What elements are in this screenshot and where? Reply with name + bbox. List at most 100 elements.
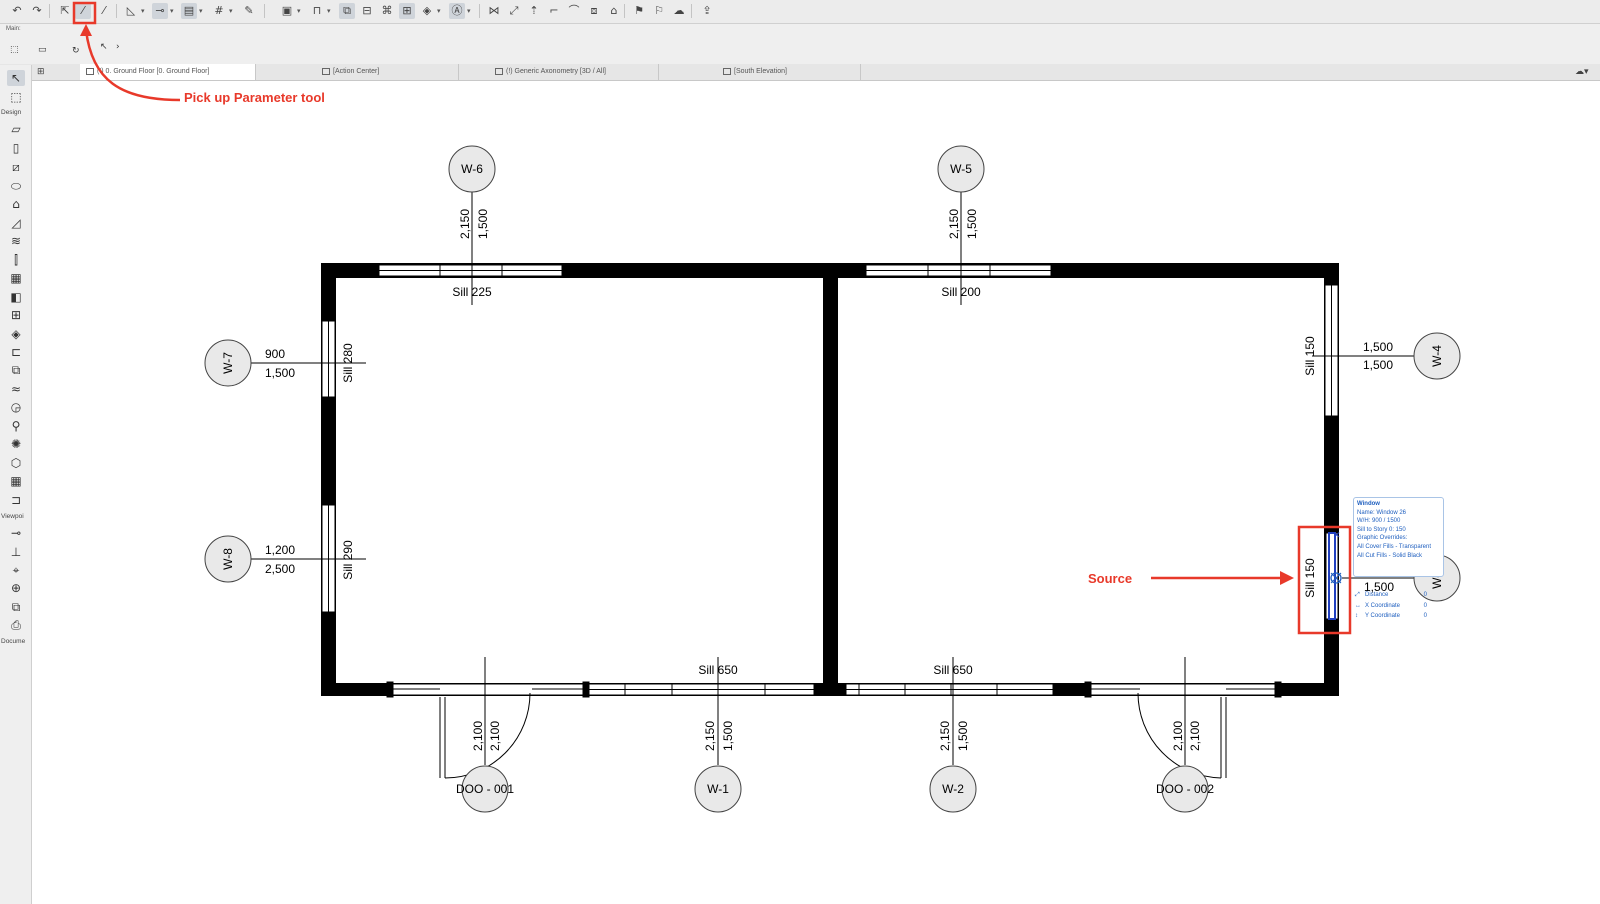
tab-ground-floor[interactable]: (!) 0. Ground Floor [0. Ground Floor] <box>80 64 256 80</box>
tracker-value[interactable]: 0 <box>1423 592 1427 598</box>
pick-up-parameters-icon[interactable]: ⁄ <box>75 3 91 19</box>
slab-tool-icon[interactable]: ⬭ <box>10 179 22 193</box>
morph-tool-icon[interactable]: ⬡ <box>10 456 22 470</box>
mesh-tool-icon[interactable]: ≈ <box>10 382 22 396</box>
grid-snap-icon[interactable]: # <box>214 4 224 17</box>
section-icon[interactable]: ⊟ <box>362 4 372 17</box>
railing-tool-icon[interactable]: ⫿ <box>14 253 18 267</box>
beam-tool-icon[interactable]: ⧄ <box>12 160 20 174</box>
detail-tool-icon[interactable]: ⧉ <box>11 600 21 614</box>
marker-label: DOO - 001 <box>456 782 514 796</box>
wall-end-tool-icon[interactable]: ⊏ <box>10 345 22 359</box>
label-tool-icon[interactable]: ⊐ <box>10 493 22 507</box>
morph-dropdown-icon[interactable]: ▾ <box>467 7 471 15</box>
tracker-row-x: ↔ X Coordinate 0 <box>1355 601 1427 612</box>
marker-label: W-6 <box>461 162 483 176</box>
lock-dropdown-icon[interactable]: ▾ <box>327 7 331 15</box>
door-tool-icon[interactable]: ◧ <box>10 290 22 304</box>
curtain-wall-tool-icon[interactable]: ▦ <box>10 271 22 285</box>
lock-icon[interactable]: ⊓ <box>312 4 322 17</box>
snap-dropdown-icon[interactable]: ▾ <box>199 7 203 15</box>
pen-icon[interactable]: ✎ <box>244 4 254 17</box>
elevation-icon <box>723 67 731 75</box>
corner-window-tool-icon[interactable]: ⧉ <box>11 363 21 377</box>
tab-menu-icon[interactable]: ☁▾ <box>1575 67 1589 77</box>
geometry-method-icon[interactable]: ▭ <box>38 45 47 55</box>
rotate-icon[interactable]: ↻ <box>72 46 80 56</box>
redo-icon[interactable]: ↷ <box>32 4 42 17</box>
interior-elevation-tool-icon[interactable]: ⌖ <box>12 563 20 577</box>
w7-height-label: 1,500 <box>265 366 295 380</box>
snap-guides-icon[interactable]: ▤ <box>181 3 197 19</box>
pointer-icon[interactable]: ↖ <box>100 42 108 52</box>
suspend-groups-icon[interactable]: ⌘ <box>381 4 393 17</box>
w1-sill-label: Sill 650 <box>698 663 738 677</box>
tab-action-center[interactable]: [Action Center] <box>256 64 459 80</box>
tracker-value[interactable]: 0 <box>1423 602 1427 609</box>
guide-dropdown-icon[interactable]: ▾ <box>170 7 174 15</box>
opening-tool-icon[interactable]: ▦ <box>10 474 22 488</box>
selection-method-icon[interactable]: ⬚ <box>10 45 19 55</box>
layer-icon[interactable]: ▣ <box>281 4 293 17</box>
guide-lines-icon[interactable]: ⊸ <box>152 3 168 19</box>
split-icon[interactable]: ⋈ <box>488 4 500 17</box>
marker-w5[interactable]: W-5 <box>937 145 985 193</box>
skylight-tool-icon[interactable]: ◈ <box>11 327 21 341</box>
cloud-upload-icon[interactable]: ⇪ <box>702 4 712 17</box>
arrow-tool-icon[interactable]: ⇱ <box>60 4 70 17</box>
grid-display-icon[interactable]: ⊞ <box>399 3 415 19</box>
zone-tool-icon[interactable]: ◶ <box>10 400 22 414</box>
section-tool-icon[interactable]: ⊸ <box>10 526 22 540</box>
marker-label: W-8 <box>221 548 235 570</box>
column-tool-icon[interactable]: ▯ <box>12 141 20 155</box>
cloud-sync-icon[interactable]: ☁ <box>673 4 685 17</box>
y-coordinate-icon: ↕ <box>1355 613 1358 619</box>
tab-overview-icon[interactable]: ⊞ <box>37 67 45 77</box>
marker-doo2[interactable]: DOO - 002 <box>1156 765 1214 813</box>
expand-chevron-icon[interactable]: › <box>116 42 120 52</box>
home-icon[interactable]: ⌂ <box>610 4 618 17</box>
grid-dropdown-icon[interactable]: ▾ <box>229 7 233 15</box>
tab-generic-axonometry[interactable]: (!) Generic Axonometry [3D / All] <box>459 64 659 80</box>
marquee-tool-icon[interactable]: ⬚ <box>10 90 22 104</box>
marker-w7[interactable]: W-7 <box>204 339 252 387</box>
lamp-tool-icon[interactable]: ✺ <box>10 437 22 451</box>
adjust-icon[interactable]: ⤢ <box>509 4 519 17</box>
worksheet-tool-icon[interactable]: ⊕ <box>10 581 22 595</box>
marker-w1[interactable]: W-1 <box>694 765 742 813</box>
shell-tool-icon[interactable]: ◿ <box>11 216 21 230</box>
inject-parameters-icon[interactable]: ⁄ <box>103 4 105 17</box>
measure-icon[interactable]: ◺ <box>126 4 136 17</box>
wall-tool-icon[interactable]: ▱ <box>11 122 21 136</box>
fillet-icon[interactable]: ⌐ <box>549 4 559 17</box>
undo-icon[interactable]: ↶ <box>12 4 22 17</box>
flag-icon[interactable]: ⚑ <box>634 4 644 17</box>
stair-tool-icon[interactable]: ≋ <box>10 234 22 248</box>
marker-w2[interactable]: W-2 <box>929 765 977 813</box>
marker-w6[interactable]: W-6 <box>448 145 496 193</box>
tab-south-elevation[interactable]: [South Elevation] <box>659 64 861 80</box>
camera-tool-icon[interactable]: ⎙ <box>11 618 21 632</box>
elevate-icon[interactable]: ⇡ <box>529 4 539 17</box>
object-tool-icon[interactable]: ⚲ <box>11 419 21 433</box>
tracker-value[interactable]: 0 <box>1423 613 1427 619</box>
window-w3-selected[interactable]: ✕ <box>1325 530 1342 620</box>
window-tool-icon[interactable]: ⊞ <box>10 308 22 322</box>
layer-dropdown-icon[interactable]: ▾ <box>297 7 301 15</box>
marker-w4[interactable]: W-4 <box>1413 332 1461 380</box>
toolbar-separator <box>624 4 625 18</box>
roof-tool-icon[interactable]: ⌂ <box>12 197 20 211</box>
measure-dropdown-icon[interactable]: ▾ <box>141 7 145 15</box>
3d-view-dropdown-icon[interactable]: ▾ <box>437 7 441 15</box>
trace-icon[interactable]: ⧉ <box>339 3 355 19</box>
curve-icon[interactable]: ⌒ <box>568 4 580 17</box>
marker-w8[interactable]: W-8 <box>204 535 252 583</box>
elevation-tool-icon[interactable]: ⊥ <box>10 545 22 559</box>
marker-doo1[interactable]: DOO - 001 <box>456 765 514 813</box>
morph-icon[interactable]: Ⓐ <box>449 3 465 19</box>
3d-view-icon[interactable]: ◈ <box>422 4 432 17</box>
teamwork-icon[interactable]: ⚐ <box>654 4 664 17</box>
arrow-tool-icon[interactable]: ↖ <box>7 70 25 86</box>
offset-icon[interactable]: ⧈ <box>590 4 598 17</box>
